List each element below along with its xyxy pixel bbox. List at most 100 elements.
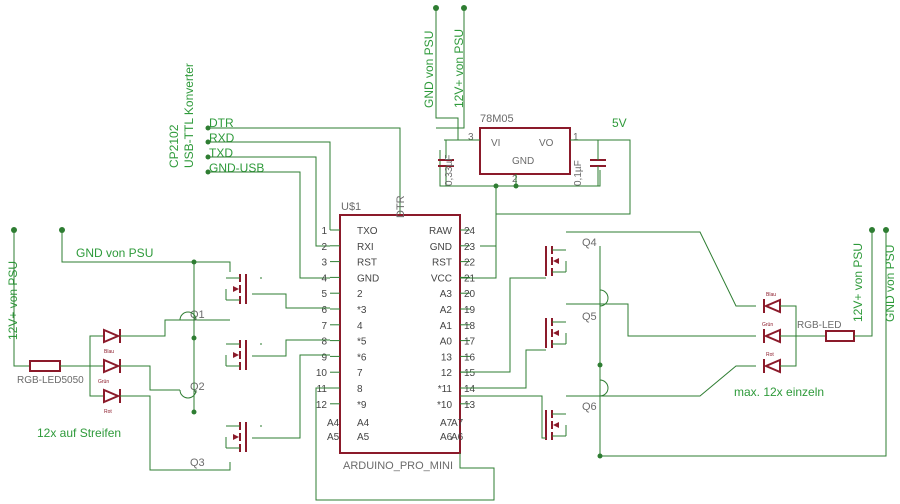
arduino-pin-number: 11 xyxy=(317,384,328,395)
wire-gate-q5 xyxy=(460,349,546,389)
arduino-pin-name: *5 xyxy=(357,337,367,348)
arduino-pin-name: 7 xyxy=(357,368,363,379)
label-cap-033: 0,33µF xyxy=(444,155,455,186)
capacitor-033uf xyxy=(438,140,454,186)
regulator-name: 78M05 xyxy=(480,113,514,125)
wire-12v-right xyxy=(854,230,873,337)
arduino-pin-number: 23 xyxy=(464,242,476,253)
wire-drain-q4 xyxy=(566,231,756,307)
label-gnd-usb: GND-USB xyxy=(209,161,264,175)
mosfet-q3 xyxy=(225,422,262,452)
regulator-pin1: 1 xyxy=(573,132,579,143)
arduino-pin-number: A7 xyxy=(451,418,464,429)
wire-crossover xyxy=(179,311,197,321)
wire-crossover xyxy=(599,289,609,307)
regulator-gnd-label: GND xyxy=(512,156,534,167)
regulator-wires xyxy=(435,10,631,279)
arduino-pin-number: 13 xyxy=(464,400,476,411)
mosfet-q4 xyxy=(545,246,567,276)
wire-gnd-left xyxy=(61,230,231,272)
wire-crossover xyxy=(599,379,609,397)
arduino-pin-name: A3 xyxy=(440,289,453,300)
arduino-pin-number: 5 xyxy=(321,289,327,300)
arduino-pin-number: A4 xyxy=(327,418,340,429)
junction xyxy=(205,125,211,131)
wire-gate-q1 xyxy=(252,293,330,309)
arduino-pin-name: GND xyxy=(357,273,379,284)
terminal-gnd-top xyxy=(433,5,439,11)
arduino-pin-number: 20 xyxy=(464,289,476,300)
arduino-pin-name: A6 xyxy=(440,432,453,443)
arduino-pin-number: 7 xyxy=(321,321,327,332)
arduino-pin-name: VCC xyxy=(431,273,452,284)
arduino-pin-number: 19 xyxy=(464,305,476,316)
arduino-pin-number: A5 xyxy=(327,432,340,443)
led-blue-label: Blau xyxy=(104,349,114,355)
terminal-12v-top xyxy=(461,5,467,11)
arduino-pin-number: 17 xyxy=(464,337,476,348)
mosfet-q5 xyxy=(545,318,567,348)
wire-gate-q6 xyxy=(460,395,546,439)
junction xyxy=(191,259,197,265)
wire-gnd-rail-right xyxy=(599,230,887,457)
resistor-led5050 xyxy=(29,360,61,372)
led-single-green: Grün xyxy=(762,322,781,344)
label-rgb-led: RGB-LED xyxy=(797,320,841,331)
junction xyxy=(205,154,211,160)
arduino-pin-number: 22 xyxy=(464,258,476,269)
label-gnd-psu-left: GND von PSU xyxy=(76,246,153,260)
label-dtr: DTR xyxy=(209,116,234,130)
label-q5: Q5 xyxy=(582,311,597,323)
led-red-label-right: Rot xyxy=(766,352,774,358)
arduino-pin-number: 16 xyxy=(464,352,476,363)
arduino-pin-name: A5 xyxy=(357,432,370,443)
junction xyxy=(191,335,197,341)
label-q6: Q6 xyxy=(582,401,597,413)
junction xyxy=(597,362,603,368)
arduino-pin-name: *3 xyxy=(357,305,367,316)
label-q2: Q2 xyxy=(190,381,205,393)
label-gnd-psu-top: GND von PSU xyxy=(422,31,436,108)
arduino-pin-number: 10 xyxy=(316,368,328,379)
arduino-pin-name: 4 xyxy=(357,321,363,332)
junction xyxy=(205,139,211,145)
arduino-dtr-label: DTR xyxy=(395,195,407,218)
arduino-pin-name: A7 xyxy=(440,418,453,429)
wire-gate-q3 xyxy=(252,354,330,439)
wire-12v-left xyxy=(13,230,30,367)
arduino-pin-name: *9 xyxy=(357,400,367,411)
resistor-rgb-led xyxy=(825,330,855,342)
led-strip-green: Grün xyxy=(98,358,121,385)
wire-blue-cathode xyxy=(120,319,230,337)
led-blue-label-right: Blau xyxy=(766,292,776,298)
arduino-pin-name: TXO xyxy=(357,226,378,237)
label-12v-psu-right: 12V+ von PSU xyxy=(851,243,865,322)
wire-drain-q5 xyxy=(566,303,756,337)
mosfets-right xyxy=(545,246,567,440)
wire-red-cathode xyxy=(120,395,231,471)
arduino-pin-name: *6 xyxy=(357,352,367,363)
mosfet-q3-symbol xyxy=(225,422,247,452)
label-q3: Q3 xyxy=(190,457,205,469)
arduino-pin-number: 6 xyxy=(321,305,327,316)
arduino-pin-name: *10 xyxy=(437,400,452,411)
arduino-name: ARDUINO_PRO_MINI xyxy=(343,460,453,472)
label-gnd-psu-right: GND von PSU xyxy=(883,245,897,322)
regulator-vo-label: VO xyxy=(539,138,554,149)
wire-crossover xyxy=(179,389,197,399)
arduino-pin-name: 2 xyxy=(357,289,363,300)
mosfets-left xyxy=(225,274,262,452)
arduino-pin-number: 9 xyxy=(321,352,327,363)
regulator-pin3: 3 xyxy=(468,132,474,143)
terminal-12v-right xyxy=(869,227,875,233)
regulator-78m05: 78M05 VI VO GND 3 1 2 xyxy=(468,113,579,185)
wire-green-cathode xyxy=(120,365,180,391)
regulator-pin2: 2 xyxy=(512,174,518,185)
arduino-pin-number: 18 xyxy=(464,321,476,332)
capacitor-01uf xyxy=(590,148,606,186)
arduino-pin-name: RXI xyxy=(357,242,374,253)
